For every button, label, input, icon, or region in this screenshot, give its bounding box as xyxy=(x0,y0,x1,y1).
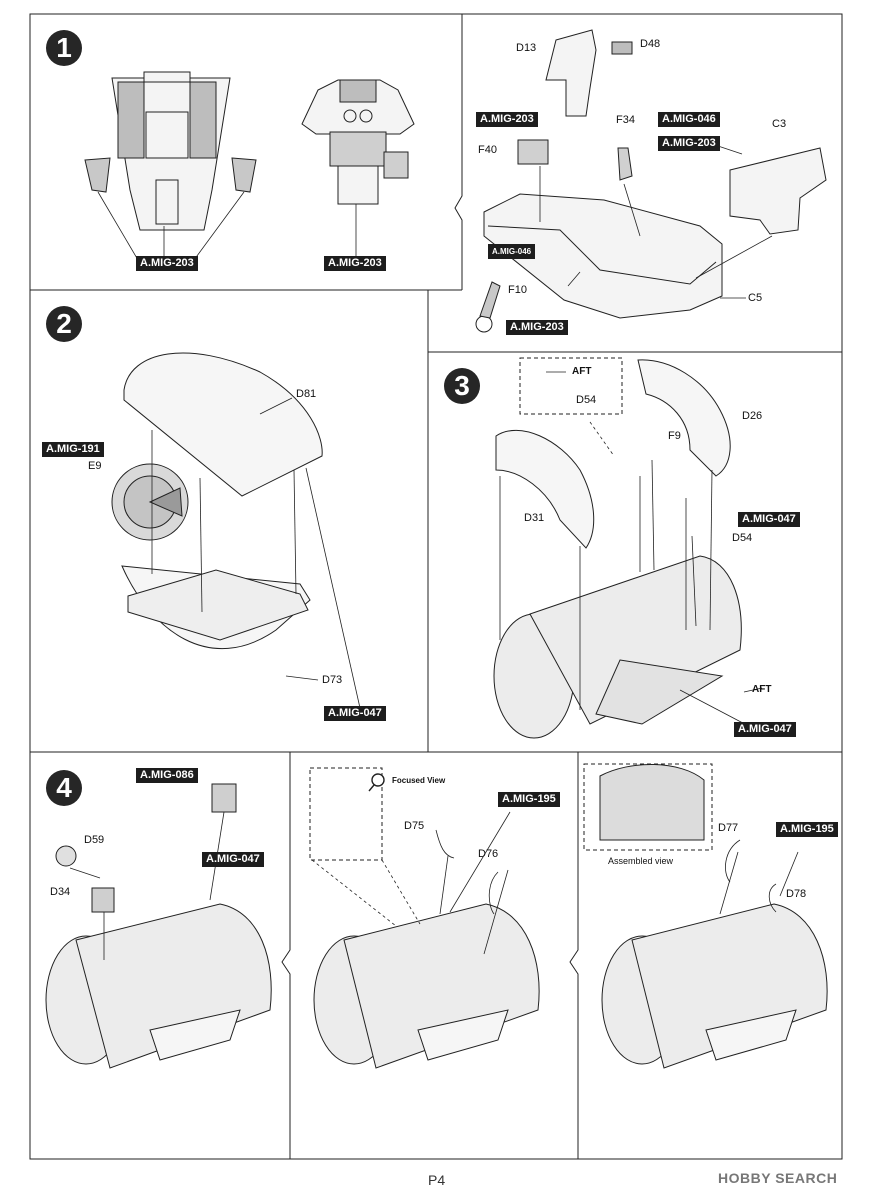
part-f9: F9 xyxy=(668,430,681,442)
assembled-view-label: Assembled view xyxy=(608,856,674,866)
inset-part-d54: D54 xyxy=(576,394,597,406)
tag-mig046-f34: A.MIG-046 xyxy=(658,112,720,127)
part-d75: D75 xyxy=(404,820,425,832)
part-d81: D81 xyxy=(296,388,317,400)
tag-mig047-bottom: A.MIG-047 xyxy=(734,722,796,737)
part-d78: D78 xyxy=(786,888,807,900)
part-d54: D54 xyxy=(732,532,753,544)
part-f10: F10 xyxy=(508,284,527,296)
part-d76: D76 xyxy=(478,848,499,860)
intake-parts xyxy=(111,352,323,649)
part-c5: C5 xyxy=(748,292,763,304)
tag-mig047-top: A.MIG-047 xyxy=(738,512,800,527)
tag-mig046-f10: A.MIG-046 xyxy=(488,244,536,259)
part-c3: C3 xyxy=(772,118,787,130)
tag-mig047-step2: A.MIG-047 xyxy=(324,706,386,721)
intake-trunk xyxy=(493,357,742,739)
part-d13: D13 xyxy=(516,42,537,54)
tag-mig086: A.MIG-086 xyxy=(136,768,198,783)
part-e9: E9 xyxy=(88,460,102,472)
aft-label: AFT xyxy=(752,684,772,695)
part-d59: D59 xyxy=(84,834,105,846)
trunk-views xyxy=(45,763,828,1069)
tag-mig195-right: A.MIG-195 xyxy=(776,822,838,837)
tag-mig203-panel: A.MIG-203 xyxy=(324,256,386,271)
part-d31: D31 xyxy=(524,512,545,524)
focused-view-label: Focused View xyxy=(392,776,446,785)
instrument-panel xyxy=(301,79,415,205)
cockpit-tub-top xyxy=(84,71,257,231)
tag-mig191: A.MIG-191 xyxy=(42,442,104,457)
watermark: HOBBY SEARCH xyxy=(718,1170,838,1186)
tag-mig203-c3: A.MIG-203 xyxy=(658,136,720,151)
step-number-2: 2 xyxy=(46,306,82,342)
tag-mig203-f10: A.MIG-203 xyxy=(506,320,568,335)
inset-aft-label: AFT xyxy=(572,366,592,377)
step-number-3: 3 xyxy=(444,368,480,404)
part-d77: D77 xyxy=(718,822,739,834)
tag-mig047-step4: A.MIG-047 xyxy=(202,852,264,867)
cockpit-assembly xyxy=(475,29,827,333)
page-number: P4 xyxy=(428,1172,446,1188)
part-f40: F40 xyxy=(478,144,497,156)
part-d48: D48 xyxy=(640,38,661,50)
tag-mig195-middle: A.MIG-195 xyxy=(498,792,560,807)
tag-mig203-f40: A.MIG-203 xyxy=(476,112,538,127)
part-d34: D34 xyxy=(50,886,71,898)
step-number-1: 1 xyxy=(46,30,82,66)
magnifier-icon xyxy=(368,773,385,792)
part-d73: D73 xyxy=(322,674,343,686)
step-number-4: 4 xyxy=(46,770,82,806)
part-f34: F34 xyxy=(616,114,635,126)
part-d26: D26 xyxy=(742,410,763,422)
tag-mig203-left: A.MIG-203 xyxy=(136,256,198,271)
